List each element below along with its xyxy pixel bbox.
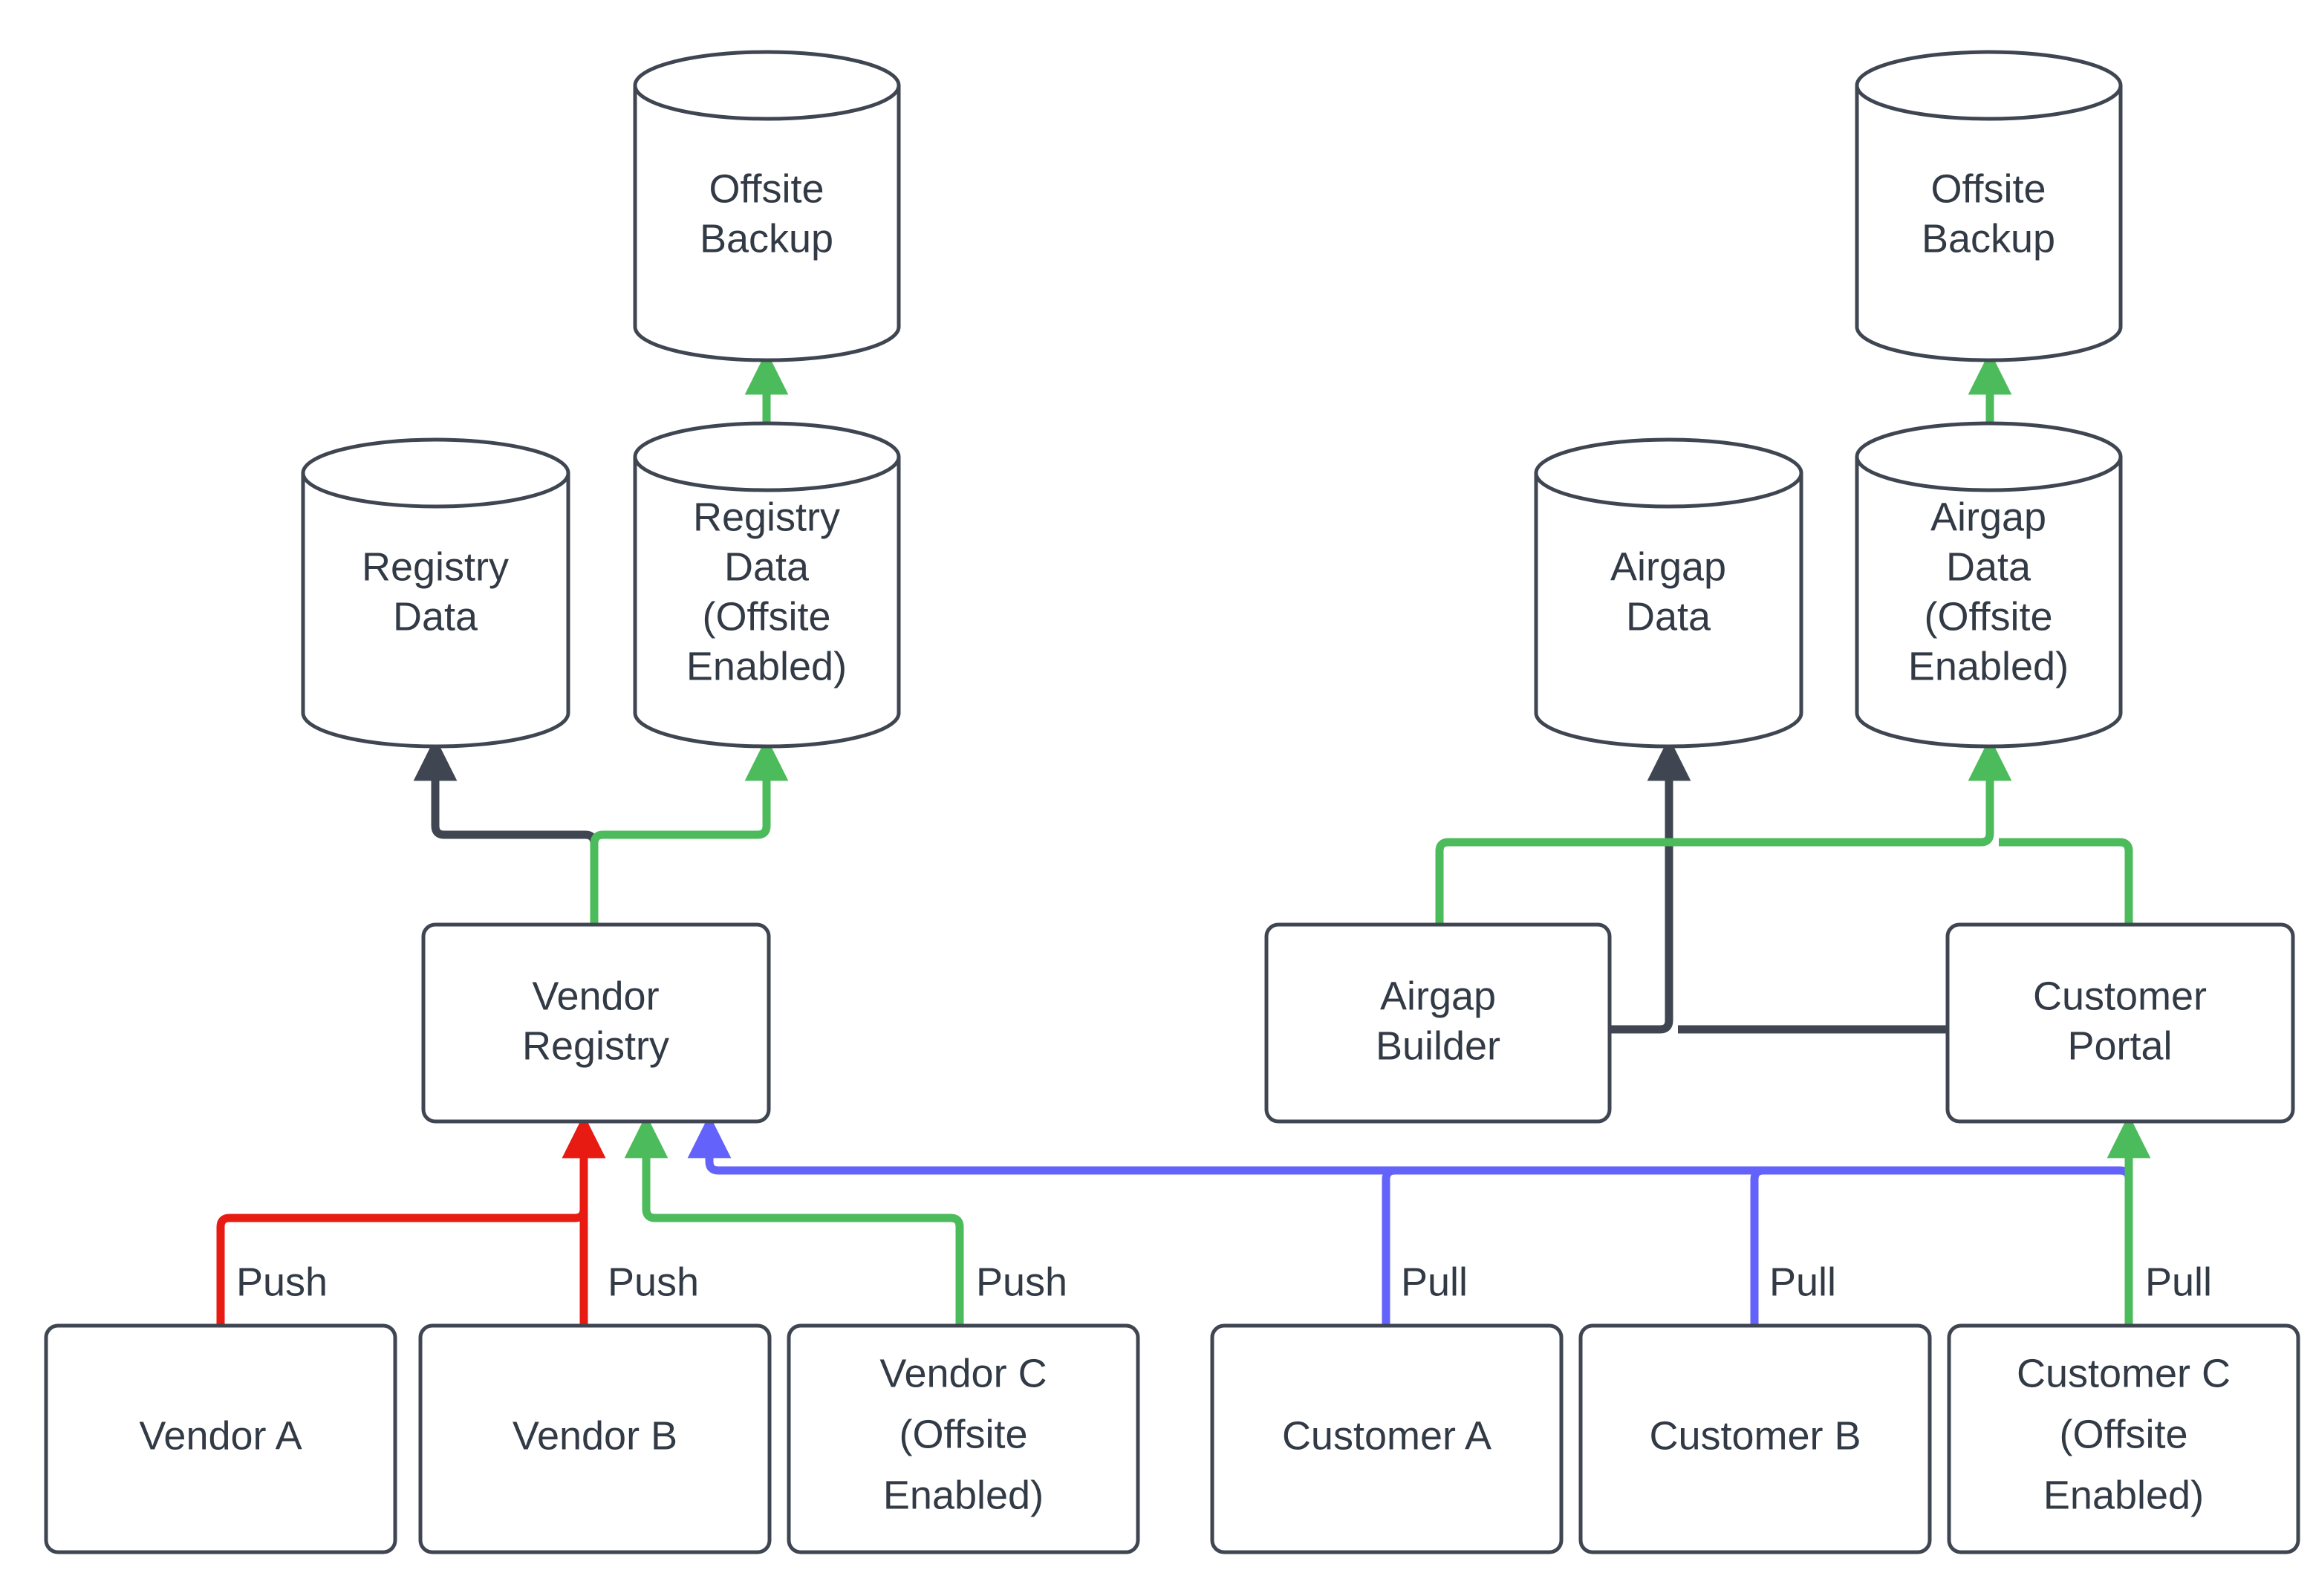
node-label: Airgap [1930,495,2046,539]
edge-builder-airgap-data [1610,737,1691,1034]
node-registry-data-offsite[interactable]: Registry Data (Offsite Enabled) [633,421,901,749]
node-label: Airgap [1380,974,1496,1018]
node-label: Customer [2033,974,2207,1018]
node-customer-b[interactable]: Customer B [1578,1323,1932,1554]
node-offsite-backup-right[interactable]: Offsite Backup [1855,50,2123,362]
node-offsite-backup-left[interactable]: Offsite Backup [633,50,901,362]
edge-label-push-vendor-b: Push [608,1260,699,1304]
node-label: (Offsite [2059,1412,2187,1456]
node-label: Vendor C [879,1351,1047,1395]
node-customer-c[interactable]: Customer C (Offsite Enabled) [1947,1323,2300,1554]
node-label: Data [724,544,810,589]
node-label: Backup [1922,216,2055,261]
node-label: Registry [522,1023,669,1068]
node-customer-a[interactable]: Customer A [1210,1323,1564,1554]
node-vendor-c[interactable]: Vendor C (Offsite Enabled) [787,1323,1140,1554]
node-airgap-data-offsite[interactable]: Airgap Data (Offsite Enabled) [1855,421,2123,749]
node-label: Airgap [1610,544,1726,589]
node-label: Vendor A [139,1413,302,1458]
edge-builder-airgap-offsite [1435,737,2012,925]
node-customer-portal[interactable]: Customer Portal [1945,922,2295,1124]
node-label: Customer B [1649,1413,1861,1458]
edge-label-pull-customer-b: Pull [1769,1260,1836,1304]
node-label: Customer A [1282,1413,1491,1458]
edge-layer [216,351,2151,1326]
node-label: Builder [1376,1023,1500,1068]
node-label: Offsite [1930,166,2046,211]
edge-portal-vendor-registry [687,1114,2133,1190]
node-label: Offsite [709,166,824,211]
node-airgap-data[interactable]: Airgap Data [1534,437,1803,749]
edge-registry-data-offsite [590,737,789,925]
edge-label-push-vendor-c: Push [976,1260,1067,1304]
node-label: (Offsite [899,1412,1027,1456]
node-label: Registry [693,495,840,539]
edge-label-pull-customer-a: Pull [1401,1260,1468,1304]
node-label: Vendor B [513,1413,677,1458]
node-airgap-builder[interactable]: Airgap Builder [1264,922,1612,1124]
node-label: Vendor [532,974,659,1018]
edge-customera-portal [1382,1166,2120,1326]
node-label: Registry [362,544,509,589]
node-label: Data [393,594,478,639]
edge-registry-data [413,737,599,925]
node-label: Data [1946,544,2031,589]
edge-label-layer: Push Push Push Pull Pull Pull [236,1260,2212,1304]
node-label: Portal [2067,1023,2172,1068]
node-label: Customer C [2017,1351,2231,1395]
edge-customerb-portal [1750,1166,2120,1326]
node-label: Backup [700,216,833,261]
node-label: Enabled) [2043,1473,2204,1517]
node-label: (Offsite [702,594,830,639]
node-label: Enabled) [1908,644,2069,688]
node-label: Enabled) [686,644,847,688]
edge-vendorc-registry [624,1114,964,1326]
node-registry-data[interactable]: Registry Data [301,437,570,749]
node-vendor-registry[interactable]: Vendor Registry [421,922,771,1124]
edge-label-push-vendor-a: Push [236,1260,328,1304]
node-vendor-b[interactable]: Vendor B [418,1323,772,1554]
node-label: Data [1626,594,1711,639]
node-vendor-a[interactable]: Vendor A [44,1323,397,1554]
edge-label-pull-customer-c: Pull [2145,1260,2212,1304]
edge-portal-airgap-offsite [1999,838,2133,925]
node-label: (Offsite [1924,594,2052,639]
node-label: Enabled) [883,1473,1044,1517]
